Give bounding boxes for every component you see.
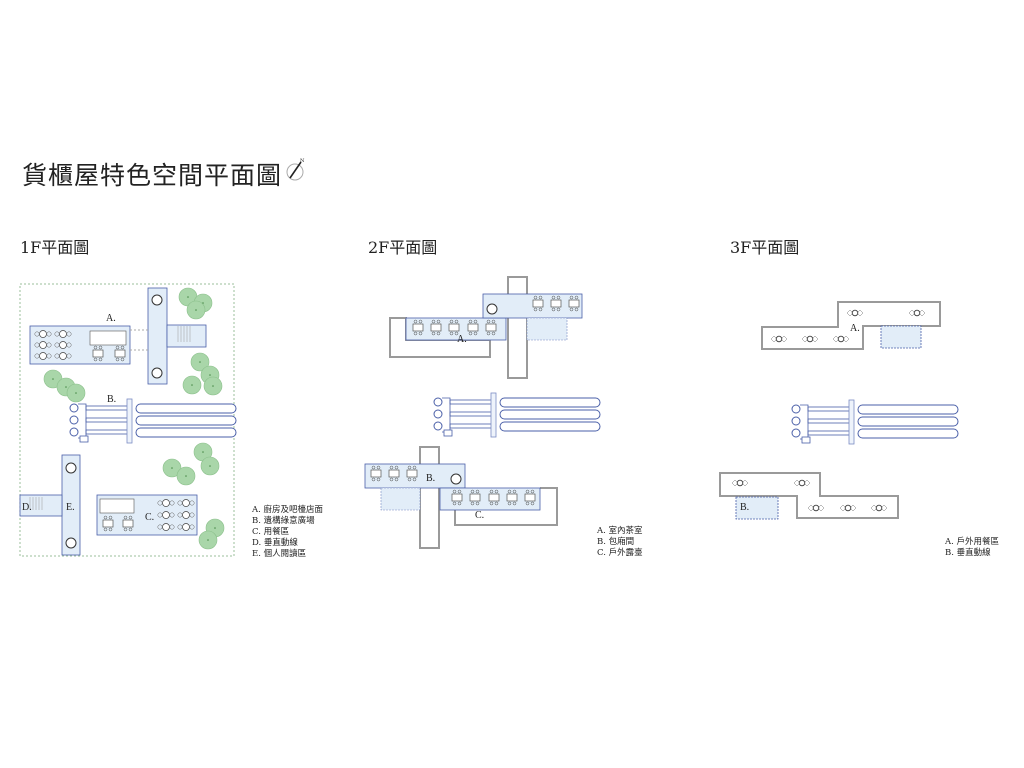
zone-label: B.: [426, 473, 435, 484]
floor-label-1f: 1F平面圖: [20, 238, 90, 257]
plan-1f: A. B. C. D. E.: [19, 283, 237, 557]
plan-3f: A. B.: [719, 301, 959, 520]
floor-label-3f: 3F平面圖: [730, 238, 800, 257]
zone-label: A.: [457, 334, 467, 345]
legend-3f: A. 戶外用餐區 B. 垂直動線: [945, 537, 999, 559]
legend-item: C. 用餐區: [252, 527, 290, 537]
legend-item: B. 遺構綠意廣場: [252, 516, 315, 526]
zone-label: A.: [850, 323, 860, 334]
legend-item: A. 廚房及吧檯店面: [252, 505, 324, 515]
floor-label-2f: 2F平面圖: [368, 238, 438, 257]
zone-label: B.: [107, 394, 116, 405]
legend-1f: A. 廚房及吧檯店面 B. 遺構綠意廣場 C. 用餐區 D. 垂直動線 E. 個…: [252, 505, 323, 560]
zone-a-kitchen-bar: [29, 325, 131, 365]
page-title: 貨櫃屋特色空間平面圖: [22, 161, 283, 190]
legend-item: C. 戶外露臺: [597, 548, 643, 558]
legend-item: A. 戶外用餐區: [945, 537, 1000, 547]
zone-label: D.: [22, 502, 32, 513]
zone-label: B.: [740, 502, 749, 513]
svg-text:N: N: [300, 158, 305, 164]
legend-item: B. 包廂間: [597, 537, 635, 547]
legend-item: B. 垂直動線: [945, 548, 991, 558]
plan-2f: A. B. C.: [364, 276, 601, 549]
zone-label: A.: [106, 313, 116, 324]
zone-label: C.: [145, 512, 154, 523]
zone-label: C.: [475, 510, 484, 521]
zone-c-dining: [96, 494, 198, 536]
legend-item: D. 垂直動線: [252, 538, 298, 548]
compass-north-icon: N: [286, 158, 305, 181]
legend-item: E. 個人閱讀區: [252, 549, 307, 559]
legend-2f: A. 室內茶室 B. 包廂間 C. 戶外露臺: [597, 526, 643, 559]
legend-item: A. 室內茶室: [597, 526, 643, 536]
zone-label: E.: [66, 502, 75, 513]
